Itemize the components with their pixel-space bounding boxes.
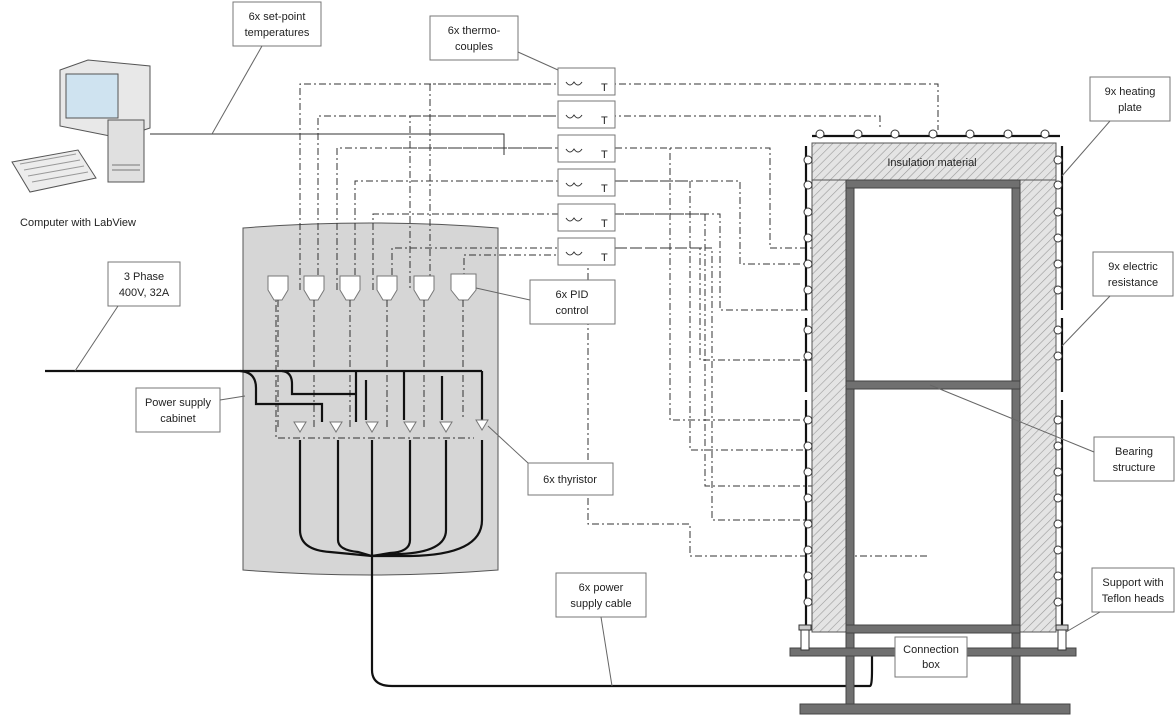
connection-box-label-line1: Connection [903,644,959,656]
thyristor-box [527,462,614,496]
thermocouples-label-line1: 6x thermo- [448,25,501,37]
heating-plate-box [1089,76,1171,122]
thermocouple-symbols: T T T T T T [601,82,608,264]
insulation-left [811,179,847,633]
three-phase-box [107,261,181,307]
support-leader [1065,611,1101,633]
support-label-line1: Support with [1102,577,1163,589]
cabinet-label-line1: Power supply [145,397,212,409]
thermocouple-lines [275,83,939,557]
insulation-right [1019,179,1057,633]
bearing-box [1093,436,1175,482]
power-cables [45,369,895,688]
power-cable-leader [600,616,613,687]
computer-label: Computer with LabView [20,217,136,229]
thyristors [293,419,489,433]
heating-plate-leader [1061,120,1111,177]
power-cable-label-line1: 6x power [579,582,624,594]
connection-box [894,636,968,678]
power-cable-box [555,572,647,618]
pid-leader [475,287,531,301]
svg-text:T: T [601,149,608,161]
heating-plate-label-line1: 9x heating [1105,86,1156,98]
resistance-leader [1061,295,1111,347]
setpoint-label-line2: temperatures [245,27,310,39]
resistance-box [1092,251,1174,297]
thermocouple-boxes [557,67,616,266]
thermocouples-label-line2: couples [455,41,493,53]
pid-label-line1: 6x PID [555,289,588,301]
thyristor-label: 6x thyristor [543,474,597,486]
thermocouples-leader [517,51,559,71]
pid-controllers [267,273,477,301]
resistance-label-line1: 9x electric [1108,261,1158,273]
three-phase-leader [74,305,119,372]
three-phase-label-line1: 3 Phase [124,271,164,283]
cabinet-label-line2: cabinet [160,413,195,425]
three-phase-label-line2: 400V, 32A [119,287,170,299]
svg-text:T: T [601,115,608,127]
svg-text:T: T [601,218,608,230]
bearing-label-line2: structure [1113,462,1156,474]
cabinet-leader [219,395,246,401]
setpoint-leader [211,45,263,135]
power-supply-cabinet [242,222,499,576]
connection-box-label-line2: box [922,659,940,671]
electric-resistances [803,129,1063,607]
teflon-supports [798,624,1069,651]
pid-box [529,279,616,325]
pid-to-thyristor-lines [277,300,464,430]
pid-label-line2: control [555,305,588,317]
computer-icon [11,59,151,193]
svg-text:T: T [601,252,608,264]
support-box [1091,567,1175,613]
setpoint-box [232,1,322,47]
thyristor-leader [487,425,529,464]
svg-text:T: T [601,183,608,195]
bearing-leader [929,384,1095,453]
cabinet-box [135,387,221,433]
svg-text:T: T [601,82,608,94]
support-label-line2: Teflon heads [1102,593,1165,605]
thermocouples-box [429,15,519,61]
resistance-label-line2: resistance [1108,277,1158,289]
computer-signal-line [150,133,505,155]
power-cable-label-line2: supply cable [570,598,631,610]
setpoint-label-line1: 6x set-point [249,11,306,23]
heating-plate-label-line2: plate [1118,102,1142,114]
bearing-label-line1: Bearing [1115,446,1153,458]
insulation-label: Insulation material [887,157,976,169]
